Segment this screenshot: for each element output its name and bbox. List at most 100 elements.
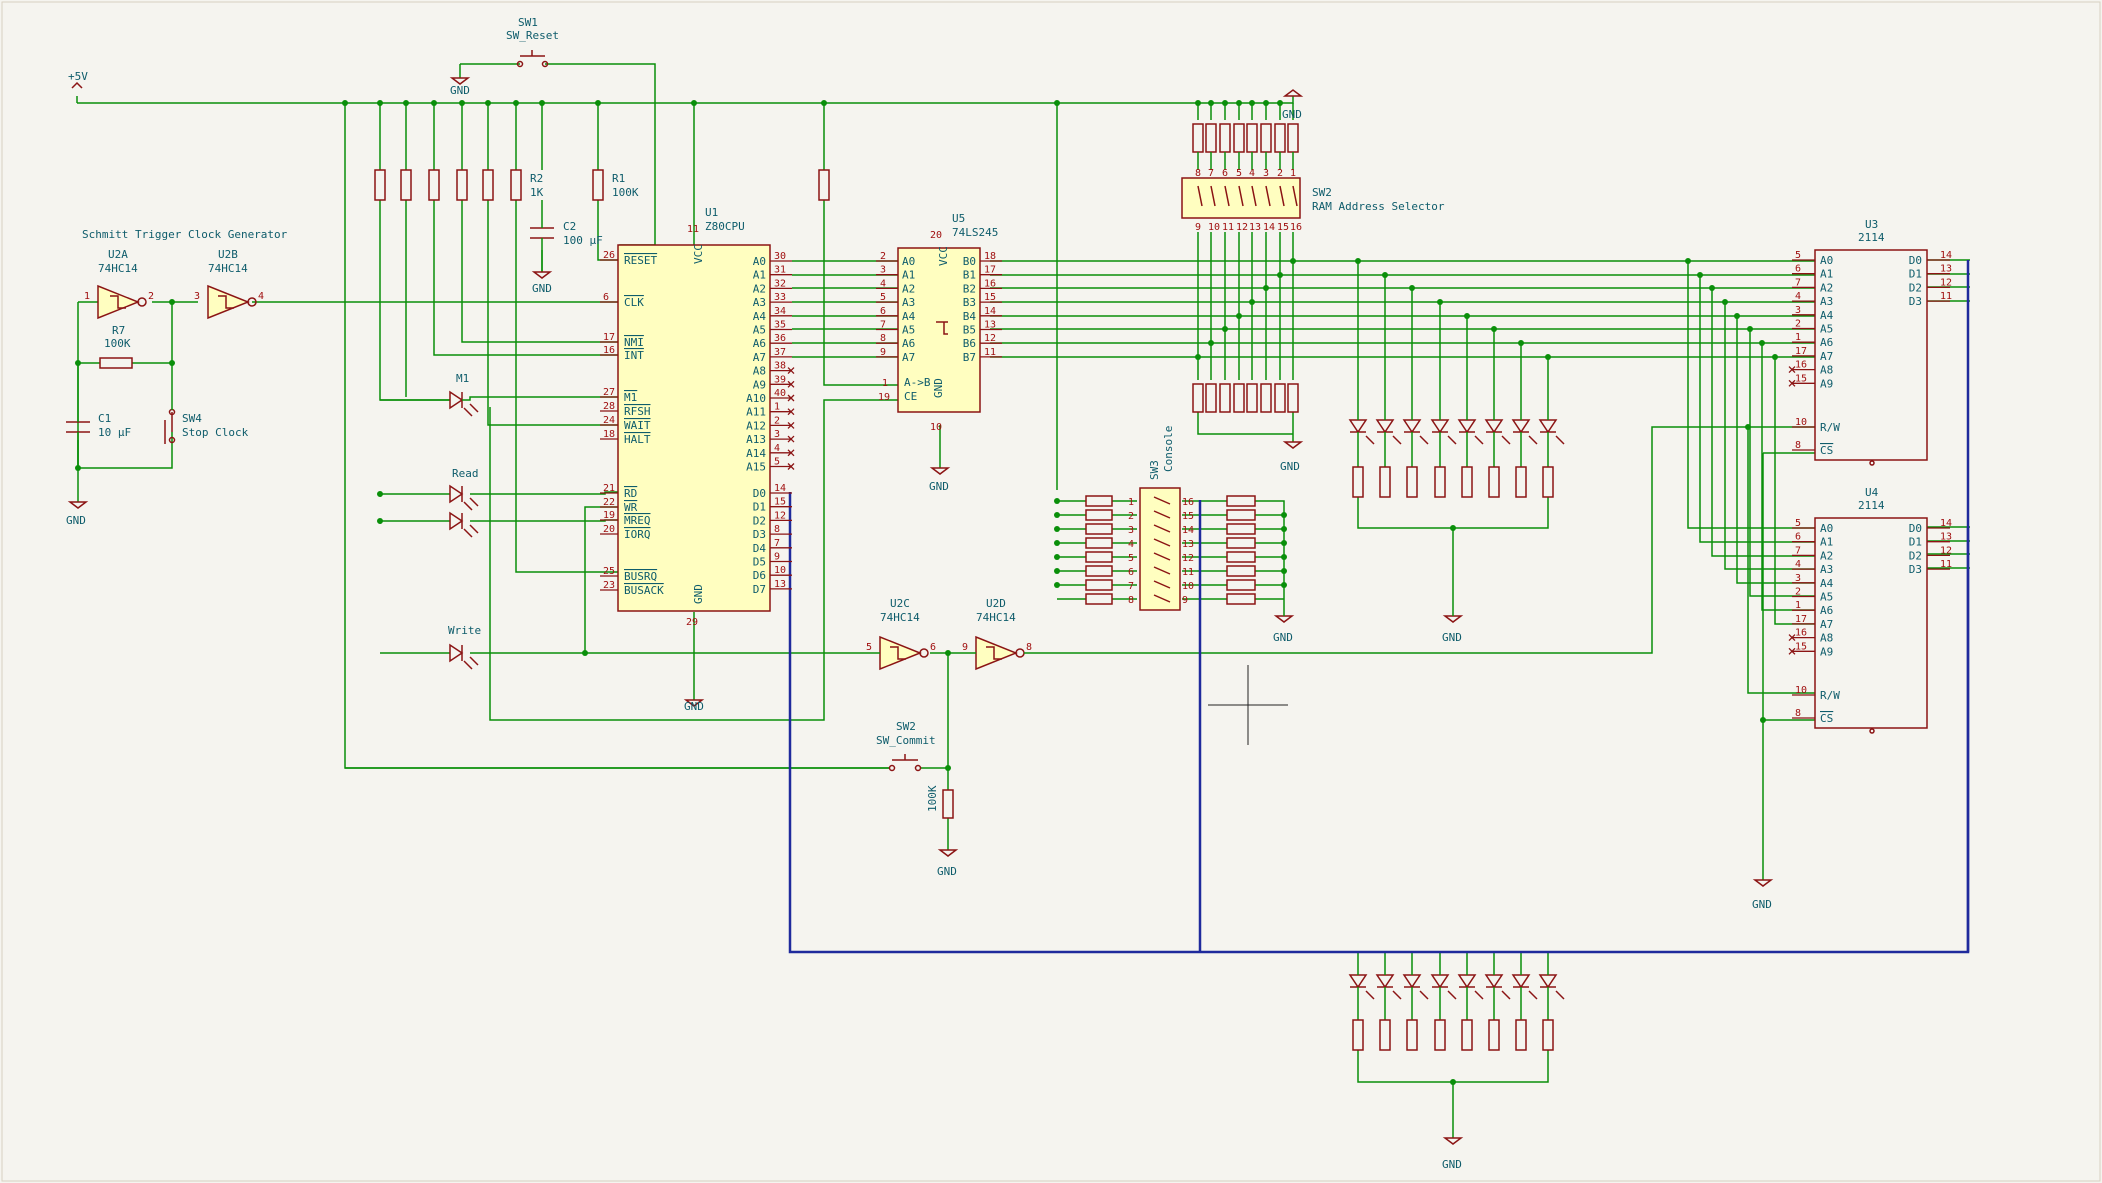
- reset-switch-sw1[interactable]: SW1 SW_Reset: [506, 16, 559, 68]
- resistor-r7[interactable]: R7 100K: [99, 324, 133, 369]
- pin-name: A0: [1820, 254, 1833, 267]
- pin-number: 13: [1940, 264, 1952, 275]
- no-connect-icon: [787, 463, 795, 470]
- gnd-symbol-sw2: GND: [1280, 89, 1304, 473]
- pullup-resistors[interactable]: [374, 169, 830, 201]
- inverter-u2a[interactable]: U2A 74HC14 1 2: [84, 248, 154, 320]
- svg-text:SW4: SW4: [182, 412, 202, 425]
- pin-number: 2: [1795, 319, 1801, 330]
- resistor-r1[interactable]: R1 100K: [612, 172, 639, 199]
- svg-text:GND: GND: [1280, 460, 1300, 473]
- svg-text:4: 4: [258, 291, 264, 302]
- pin-name: A7: [902, 351, 915, 364]
- resistor-r2[interactable]: R2 1K: [530, 172, 544, 199]
- sw3-pin-number: 13: [1182, 539, 1194, 550]
- pin-name: R/W: [1820, 421, 1840, 434]
- no-connect-icon: [1788, 634, 1796, 642]
- pin-number: 15: [984, 292, 996, 303]
- pin-number: 14: [774, 483, 786, 494]
- pin-name: A12: [746, 419, 766, 432]
- pin-number: 4: [1795, 559, 1801, 570]
- gnd-symbol-u5: GND: [929, 467, 951, 493]
- pin-name: A15: [746, 461, 766, 474]
- pin-name: CS: [1820, 712, 1833, 725]
- svg-text:GND: GND: [932, 378, 945, 398]
- pin-number: 4: [880, 278, 886, 289]
- svg-text:SW1: SW1: [518, 16, 538, 29]
- pin-name: B7: [963, 351, 976, 364]
- svg-text:SW3: SW3: [1148, 460, 1161, 480]
- no-connect-icon: [1788, 379, 1796, 387]
- led-m1[interactable]: M1: [449, 372, 622, 417]
- sw2-pin-number: 2: [1277, 168, 1283, 179]
- led-read[interactable]: Read: [449, 467, 479, 538]
- pin-number: 4: [1795, 291, 1801, 302]
- pin-name: A2: [1820, 281, 1833, 294]
- pin-name: B0: [963, 255, 976, 268]
- inverter-u2d[interactable]: U2D 74HC14 9 8: [962, 597, 1032, 671]
- svg-text:Write: Write: [448, 624, 481, 637]
- pin-number: 30: [774, 251, 786, 262]
- inverter-u2b[interactable]: U2B 74HC14 3 4: [194, 248, 264, 320]
- clock-section-title: Schmitt Trigger Clock Generator: [82, 228, 288, 241]
- pin-name: MREQ: [624, 514, 651, 527]
- pin-name: CS: [1820, 444, 1833, 457]
- pin-name: D0: [753, 487, 766, 500]
- svg-text:Console: Console: [1162, 426, 1175, 472]
- svg-text:10: 10: [930, 422, 942, 433]
- pin-name: A9: [1820, 377, 1833, 390]
- gnd-symbol-addr-leds: GND: [1442, 610, 1464, 644]
- sw2-pin-number: 11: [1222, 222, 1234, 233]
- svg-text:GND: GND: [937, 865, 957, 878]
- data-leds[interactable]: [1348, 970, 1565, 1051]
- no-connect-icon: [787, 367, 795, 375]
- pin-number: 7: [880, 320, 886, 331]
- pin-one-marker-icon: [1869, 460, 1875, 466]
- svg-text:6: 6: [930, 642, 936, 653]
- pin-number: 27: [603, 387, 615, 398]
- pin-name: A4: [1820, 309, 1834, 322]
- pin-number: 9: [774, 552, 780, 563]
- commit-switch[interactable]: SW2 SW_Commit 100K: [876, 720, 954, 819]
- ram-chip-value: 2114: [1858, 499, 1885, 512]
- pin-name: A7: [753, 351, 766, 364]
- switch-sw4[interactable]: SW4 Stop Clock: [164, 363, 249, 444]
- pin-name: A6: [902, 337, 915, 350]
- capacitor-c1[interactable]: C1 10 μF: [66, 363, 131, 468]
- sw2-pin-number: 12: [1236, 222, 1248, 233]
- inverter-u2c[interactable]: U2C 74HC14 5 6: [862, 597, 936, 671]
- pin-number: 21: [603, 483, 615, 494]
- led-write[interactable]: Write: [448, 624, 481, 670]
- pin-name: A7: [1820, 350, 1833, 363]
- svg-text:R2: R2: [530, 172, 543, 185]
- svg-text:8: 8: [1026, 642, 1032, 653]
- pin-number: 16: [603, 345, 615, 356]
- pin-number: 13: [774, 579, 786, 590]
- pin-number: 33: [774, 292, 786, 303]
- address-leds[interactable]: [1348, 410, 1565, 498]
- pin-number: 6: [880, 306, 886, 317]
- data-led-resistors: [1352, 1019, 1554, 1051]
- pin-name: R/W: [1820, 689, 1840, 702]
- pin-number: 12: [1940, 545, 1952, 556]
- pin-number: 2: [880, 251, 886, 262]
- pin-number: 22: [603, 497, 615, 508]
- pin-name: A5: [1820, 591, 1833, 604]
- svg-text:U5: U5: [952, 212, 965, 225]
- pin-name: A3: [902, 296, 915, 309]
- svg-text:Read: Read: [452, 467, 479, 480]
- pin-name: D1: [1909, 536, 1922, 549]
- sw3-pin-number: 2: [1128, 511, 1134, 522]
- pin-name: A0: [753, 255, 766, 268]
- pin-name: CLK: [624, 296, 644, 309]
- pin-name: A1: [1820, 268, 1833, 281]
- capacitor-c2[interactable]: C2 100 μF: [530, 215, 603, 272]
